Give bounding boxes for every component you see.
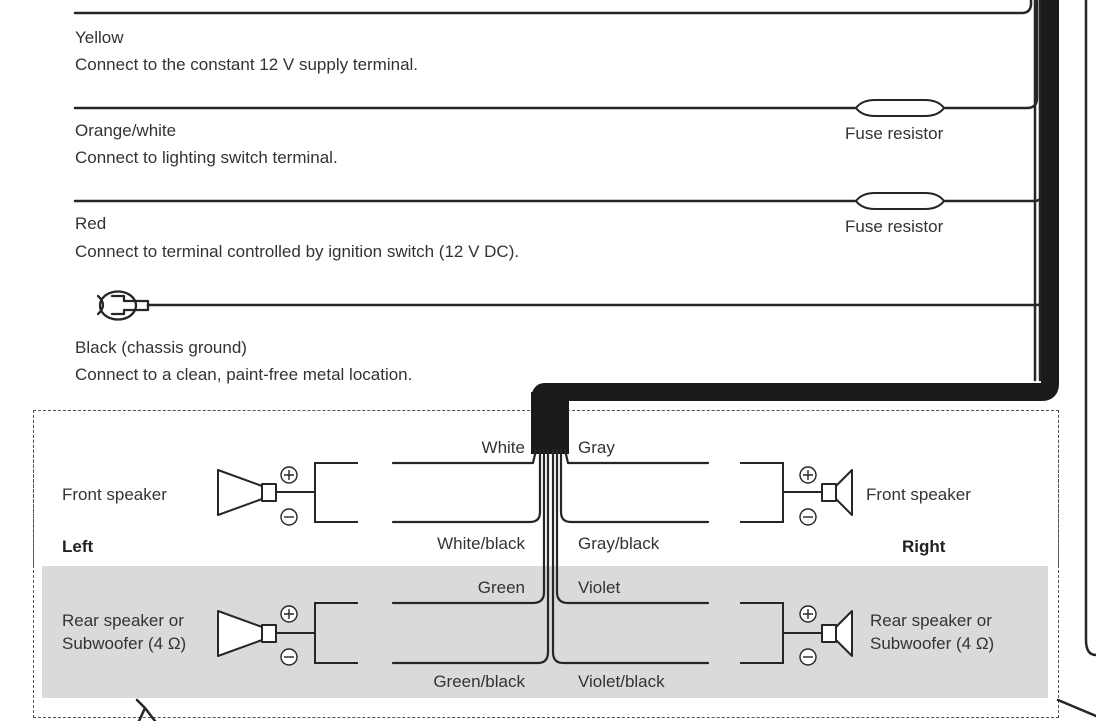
ground-terminal-icon [96,290,150,321]
rear-left-bracket [314,602,358,664]
rear-left-speaker-icon [217,610,315,657]
front-left-speaker-label: Front speaker [62,485,167,504]
rear-right-speaker-label-line2: Subwoofer (4 Ω) [870,634,995,653]
harness-outer-edge [1084,0,1096,657]
front-right-bracket [740,462,784,523]
rear-right-bracket [740,602,784,664]
red-wire-label: Red [75,214,107,233]
top-wire [73,0,1033,15]
front-right-speaker-icon [783,469,853,516]
orange-white-wire-label: Orange/white [75,121,177,140]
fuse-resistor-1 [854,99,946,117]
orange-white-wire-fuse-lead [938,0,1044,203]
fuse-resistor-2 [854,192,946,210]
gray-wire-label: Gray [578,438,615,457]
red-wire-description: Connect to terminal controlled by igniti… [75,242,520,261]
violet-wire-label: Violet [578,578,621,597]
minus-icon [799,648,817,666]
yellow-wire-fuse-lead [938,0,1039,110]
gray-black-wire [559,448,710,524]
fuse-resistor-label-2: Fuse resistor [845,217,944,236]
white-wire-label: White [481,438,525,457]
minus-icon [280,508,298,526]
white-black-wire-label: White/black [437,534,525,553]
plus-icon [280,605,298,623]
fuse-resistor-label-1: Fuse resistor [845,124,944,143]
green-wire-label: Green [477,578,525,597]
main-harness-cable [531,0,1059,430]
rear-right-speaker-icon [783,610,853,657]
yellow-wire-description: Connect to the constant 12 V supply term… [75,55,419,74]
black-wire-label: Black (chassis ground) [75,338,247,357]
front-right-speaker-label: Front speaker [866,485,971,504]
left-side-label: Left [62,537,94,556]
green-wire [391,448,546,605]
white-black-wire [391,448,542,524]
white-wire [391,448,538,465]
rear-left-speaker-label-line1: Rear speaker or [62,611,184,630]
front-left-bracket [314,462,358,523]
right-side-label: Right [902,537,946,556]
gray-black-wire-label: Gray/black [578,534,660,553]
minus-icon [280,648,298,666]
violet-wire [555,448,710,605]
harness-junction [531,392,569,454]
plus-icon [799,466,817,484]
green-black-wire-label: Green/black [433,672,525,691]
black-wire-description: Connect to a clean, paint-free metal loc… [75,365,413,384]
rear-right-speaker-label-line1: Rear speaker or [870,611,992,630]
violet-black-wire [551,448,710,665]
violet-black-wire-label: Violet/black [578,672,665,691]
plus-icon [799,605,817,623]
green-black-wire [391,448,550,665]
front-left-speaker-icon [217,469,315,516]
plus-icon [280,466,298,484]
gray-wire [563,448,710,465]
orange-white-wire-description: Connect to lighting switch terminal. [75,148,338,167]
panel-callout-arrow [135,698,157,721]
rear-left-speaker-label-line2: Subwoofer (4 Ω) [62,634,187,653]
yellow-wire-label: Yellow [75,28,124,47]
minus-icon [799,508,817,526]
harness-connector-lead [1056,698,1096,718]
